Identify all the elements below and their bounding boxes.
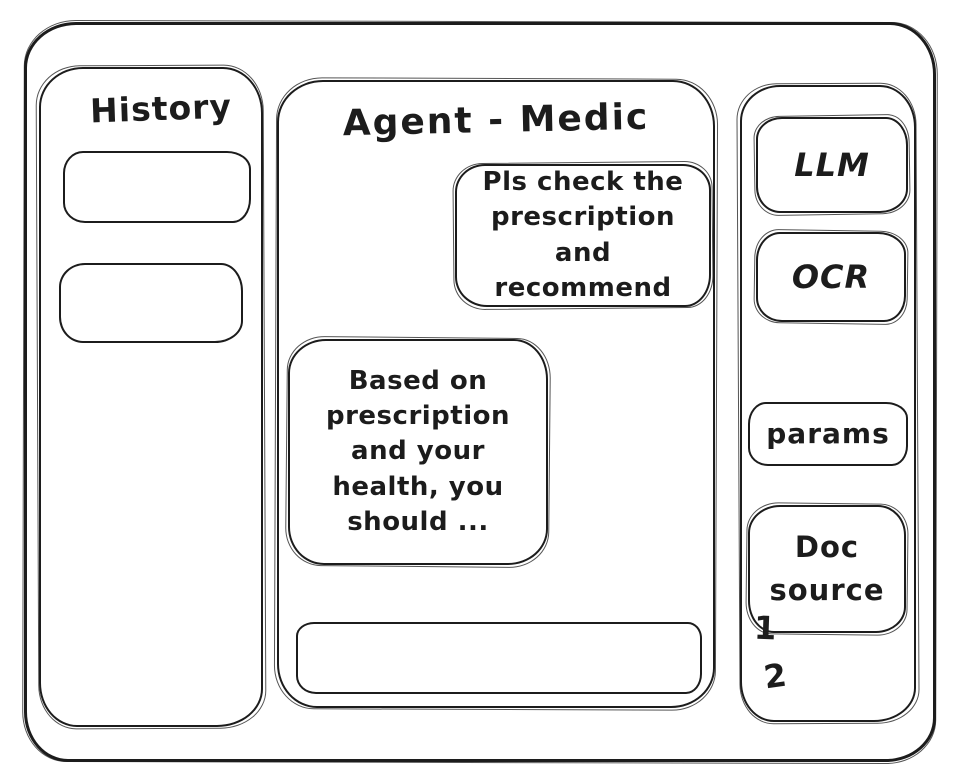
doc-source-item[interactable]: 2: [761, 655, 789, 697]
history-item[interactable]: [59, 263, 243, 343]
history-title: History: [89, 86, 233, 131]
message-input[interactable]: [296, 622, 702, 694]
user-message-bubble: Pls check the prescription and recommend: [455, 164, 711, 307]
agent-message-bubble: Based on prescription and your health, y…: [288, 339, 548, 565]
chat-title: Agent - Medic: [342, 96, 650, 145]
llm-button[interactable]: LLM: [756, 117, 908, 213]
history-sidebar: History: [39, 67, 263, 727]
history-item[interactable]: [63, 151, 251, 223]
params-button[interactable]: params: [748, 402, 908, 466]
doc-source-button[interactable]: Doc source: [748, 505, 906, 633]
doc-source-item[interactable]: 1: [753, 608, 777, 648]
chat-panel: Agent - Medic Pls check the prescription…: [277, 80, 715, 708]
app-frame: History Agent - Medic Pls check the pres…: [24, 22, 936, 762]
tools-sidebar: LLM OCR params Doc source 1 2: [740, 85, 916, 722]
ocr-button[interactable]: OCR: [756, 232, 906, 322]
